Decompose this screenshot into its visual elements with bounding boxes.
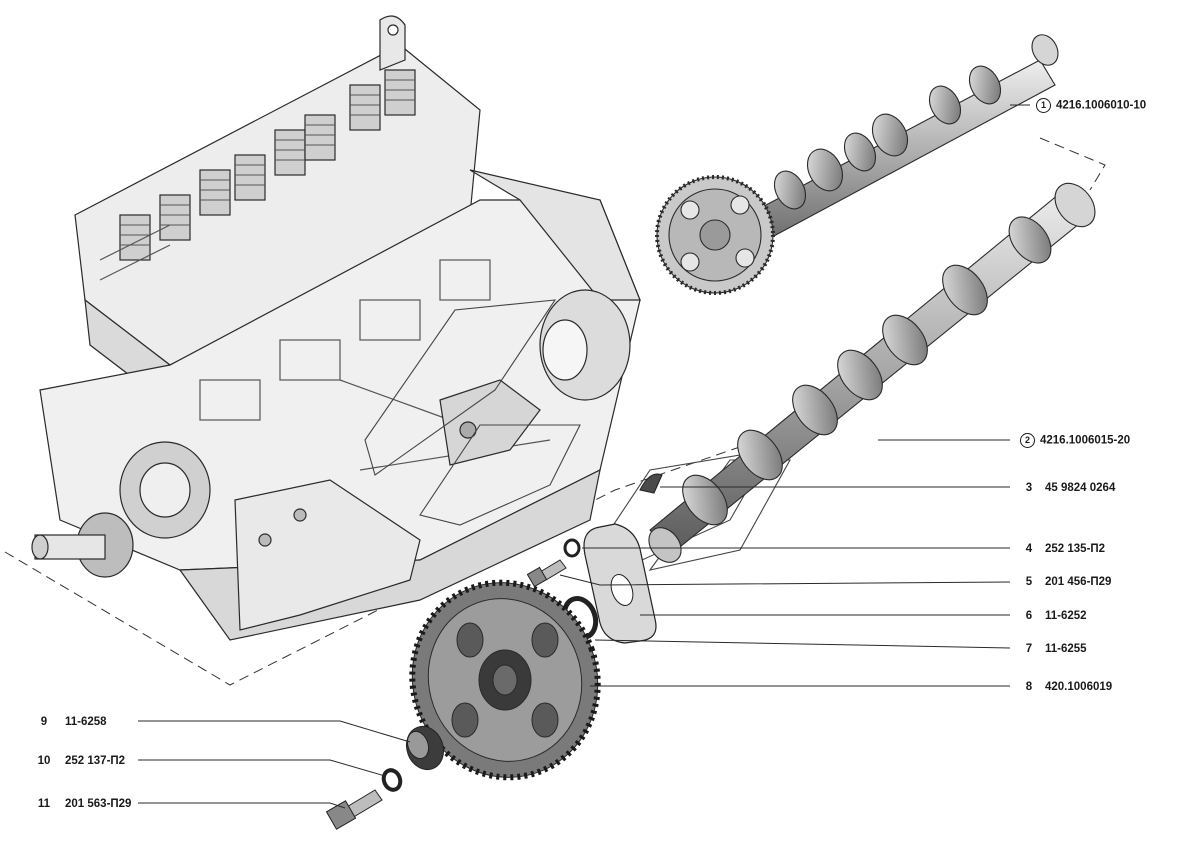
part-code-8: 420.1006019 (1045, 681, 1113, 693)
dashed-outline (4, 137, 1106, 686)
part-number-8: 8 (1025, 681, 1033, 693)
part-code-7: 11-6255 (1045, 643, 1087, 655)
part-number-2: 2 (1020, 433, 1035, 448)
part-code-2: 4216.1006015-20 (1040, 434, 1131, 447)
camshaft-lower (648, 182, 1096, 563)
leader-lines (138, 104, 1030, 809)
camshaft-gear (409, 579, 601, 781)
part-code-11: 201 563-П29 (65, 798, 132, 810)
part-number-7: 7 (1025, 643, 1033, 655)
part-number-9: 9 (40, 716, 48, 728)
lock-washer (381, 768, 403, 792)
part-number-4: 4 (1025, 543, 1033, 555)
part-code-1: 4216.1006010-10 (1056, 99, 1147, 112)
flange-bolt (526, 559, 567, 588)
part-number-6: 6 (1025, 610, 1033, 622)
gear-washer (405, 725, 445, 771)
spring-washer (563, 538, 581, 558)
part-code-4: 252 135-П2 (1045, 543, 1106, 555)
flange-hole (610, 574, 634, 606)
camshaft-upper (655, 34, 1059, 295)
engine-block (31, 15, 641, 641)
part-code-10: 252 137-П2 (65, 755, 126, 767)
part-code-9: 11-6258 (65, 716, 107, 728)
part-code-3: 45 9824 0264 (1045, 482, 1116, 494)
part-number-5: 5 (1025, 576, 1033, 588)
part-number-1: 1 (1036, 98, 1051, 113)
part-number-11: 11 (37, 798, 51, 810)
part-number-10: 10 (37, 755, 51, 767)
part-label-2: 2 4216.1006015-20 (1020, 433, 1130, 448)
part-label-1: 1 4216.1006010-10 (1036, 98, 1146, 113)
part-number-3: 3 (1025, 482, 1033, 494)
gear-bolt (325, 789, 383, 830)
part-code-6: 11-6252 (1045, 610, 1087, 622)
woodruff-key (639, 473, 663, 494)
part-code-5: 201 456-П29 (1045, 576, 1112, 588)
